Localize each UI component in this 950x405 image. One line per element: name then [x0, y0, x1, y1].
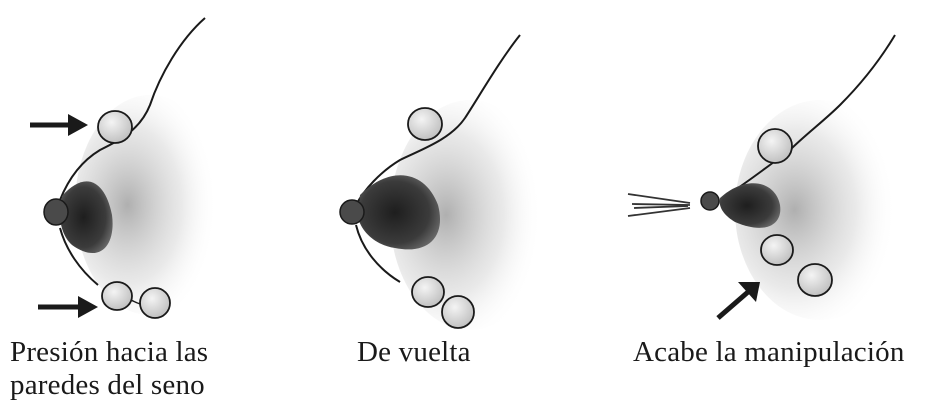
panel-2-roll-drawing: [340, 35, 550, 330]
thumb-joint: [140, 288, 170, 318]
finger-top: [98, 111, 132, 143]
caption-roll: De vuelta: [357, 336, 471, 369]
nipple: [44, 199, 68, 225]
thumb-bottom: [412, 277, 444, 307]
finger-top: [408, 108, 442, 140]
caption-finish-line-1: Acabe la manipulación: [633, 336, 905, 369]
caption-press-line-1: Presión hacia las: [10, 336, 208, 369]
arrow-right-top-icon: [30, 114, 88, 136]
caption-press: Presión hacia las paredes del seno: [10, 336, 208, 402]
arrow-up-right-icon: [718, 282, 760, 318]
arrow-right-bottom-icon: [38, 296, 98, 318]
nipple: [340, 200, 364, 224]
milk-spray-lines-icon: [628, 194, 690, 216]
thumb-joint: [798, 264, 832, 296]
nipple: [701, 192, 719, 210]
caption-roll-line-1: De vuelta: [357, 336, 471, 369]
thumb-joint: [442, 296, 474, 328]
thumb-bottom: [102, 282, 132, 310]
thumb-bottom: [761, 235, 793, 265]
areola: [720, 183, 781, 228]
caption-finish: Acabe la manipulación: [633, 336, 905, 369]
finger-top: [758, 129, 792, 163]
panel-3-finish-drawing: [628, 35, 905, 320]
panel-1-press-drawing: [30, 18, 225, 318]
caption-press-line-2: paredes del seno: [10, 369, 208, 402]
